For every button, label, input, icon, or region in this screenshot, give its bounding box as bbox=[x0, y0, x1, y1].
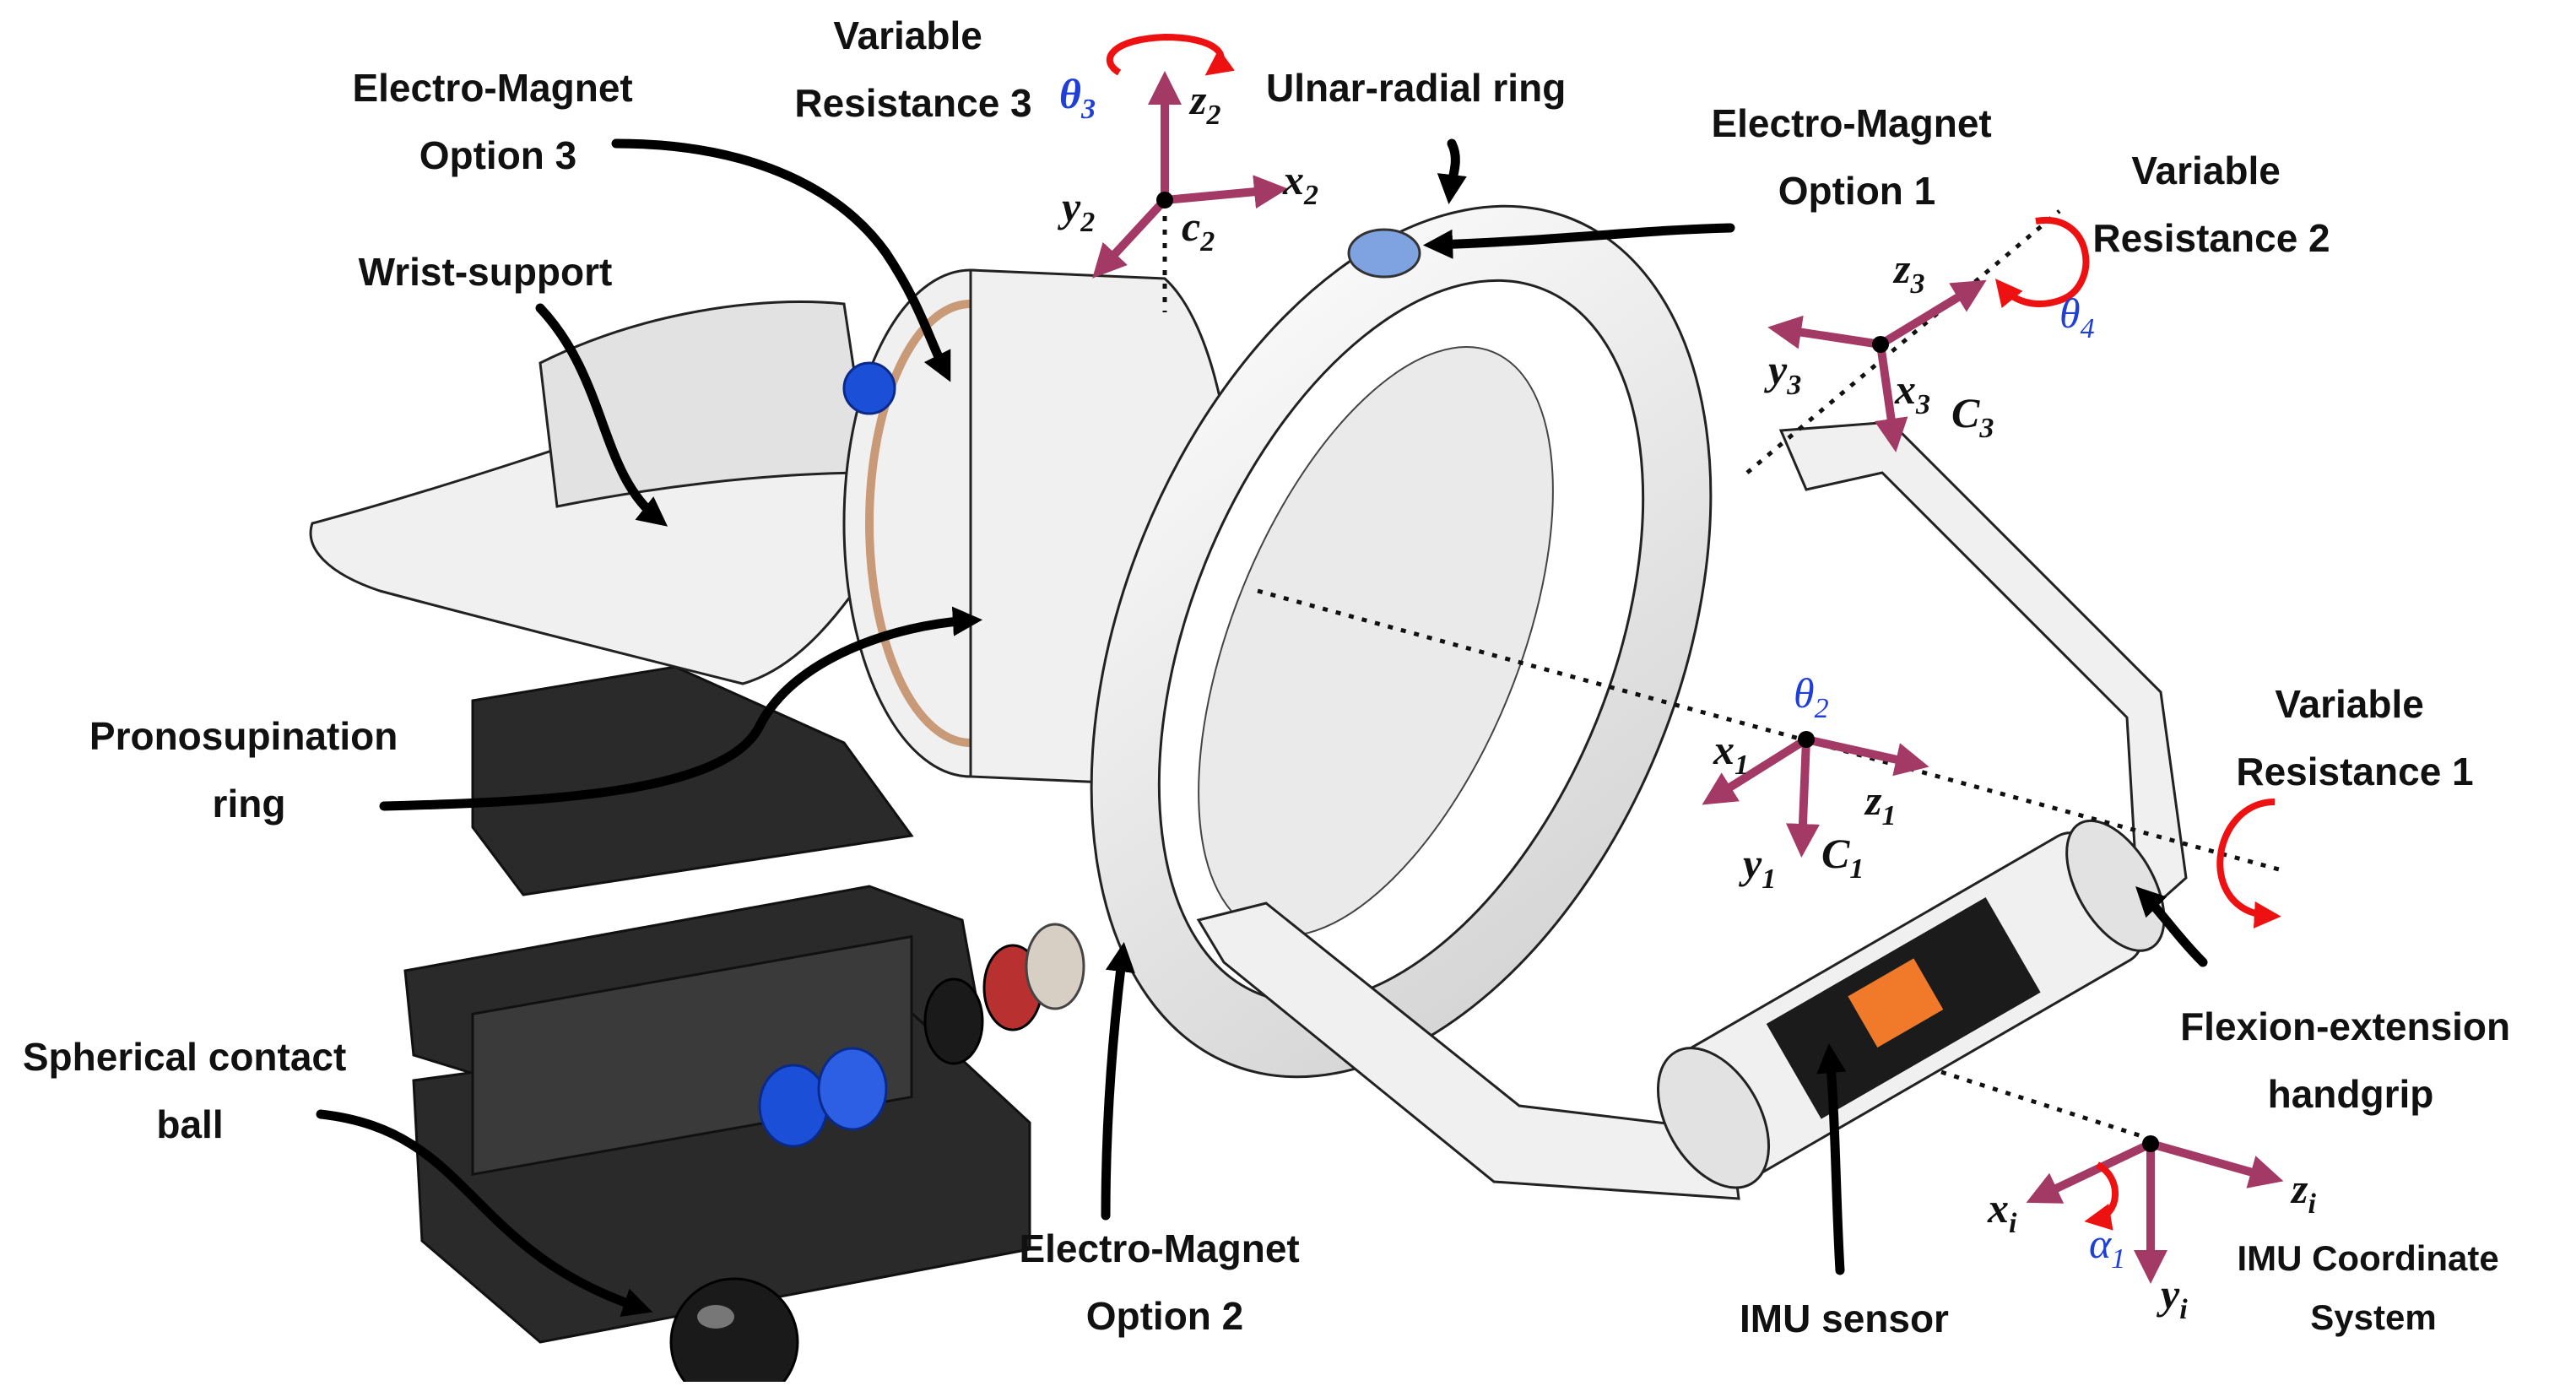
label-pronosupination-ring: Pronosupination ring bbox=[89, 714, 409, 826]
frame-c2-x-label: x2 bbox=[1282, 156, 1318, 211]
frame-c1-x-label: x1 bbox=[1713, 726, 1749, 781]
frame-c3-y-label: y3 bbox=[1764, 346, 1801, 401]
frame-c3-x-label: x3 bbox=[1894, 365, 1930, 420]
alpha1-label: α1 bbox=[2089, 1220, 2125, 1275]
label-imu-coordinate-system: IMU Coordinate System bbox=[2237, 1235, 2509, 1337]
rotation-arrow-vr1 bbox=[2216, 799, 2281, 929]
label-electro-magnet-option-2: Electro-Magnet Option 2 bbox=[1019, 1226, 1310, 1338]
text-labels: Variable Resistance 3 Electro-Magnet Opt… bbox=[23, 14, 2521, 1340]
label-imu-sensor: IMU sensor bbox=[1740, 1297, 1949, 1340]
pointer-arrows bbox=[316, 138, 2208, 1318]
mechanism-illustration bbox=[309, 204, 2188, 1386]
electro-magnet-2-stack bbox=[758, 923, 1085, 1148]
theta3-label: θ3 bbox=[1059, 70, 1096, 125]
spherical-ball-shape bbox=[669, 1277, 799, 1386]
label-ulnar-radial-ring: Ulnar-radial ring bbox=[1266, 66, 1566, 110]
frame-c3-origin-label: C3 bbox=[1951, 389, 1994, 444]
frame-c2-y-label: y2 bbox=[1058, 183, 1095, 238]
frame-c1-z-label: z1 bbox=[1864, 777, 1896, 831]
label-flexion-extension-handgrip: Flexion-extension handgrip bbox=[2180, 1004, 2521, 1116]
label-electro-magnet-option-1: Electro-Magnet Option 1 bbox=[1711, 101, 2002, 213]
frame-c2: z2 x2 y2 c2 θ3 bbox=[1058, 33, 1318, 279]
frame-c2-origin-label: c2 bbox=[1182, 203, 1215, 257]
frame-c1-origin-label: C1 bbox=[1821, 830, 1864, 885]
theta2-label: θ2 bbox=[1794, 669, 1829, 724]
theta4-label: θ4 bbox=[2059, 290, 2095, 344]
frame-imu-y-label: yi bbox=[2157, 1270, 2188, 1325]
label-wrist-support: Wrist-support bbox=[359, 250, 613, 294]
label-spherical-contact-ball: Spherical contact ball bbox=[23, 1035, 357, 1146]
frame-imu-x-label: xi bbox=[1987, 1184, 2017, 1239]
frame-c1: x1 y1 z1 C1 θ2 bbox=[1702, 669, 1929, 895]
label-electro-magnet-option-3: Electro-Magnet Option 3 bbox=[352, 66, 643, 177]
frame-imu-z-label: zi bbox=[2290, 1165, 2316, 1220]
label-variable-resistance-1: Variable Resistance 1 bbox=[2236, 682, 2473, 793]
frame-c3: z3 y3 x3 C3 θ4 bbox=[1764, 216, 2095, 452]
handgrip-cylinder bbox=[1656, 819, 2166, 1189]
frame-c3-z-label: z3 bbox=[1892, 245, 1924, 300]
frame-imu: xi yi zi α1 bbox=[1987, 1135, 2316, 1325]
dotted-axis-lines bbox=[1162, 203, 2280, 1142]
frame-c1-y-label: y1 bbox=[1739, 840, 1776, 895]
frame-c2-z-label: z2 bbox=[1188, 76, 1220, 131]
label-variable-resistance-3: Variable Resistance 3 bbox=[794, 14, 1031, 125]
label-variable-resistance-2: Variable Resistance 2 bbox=[2092, 149, 2330, 260]
